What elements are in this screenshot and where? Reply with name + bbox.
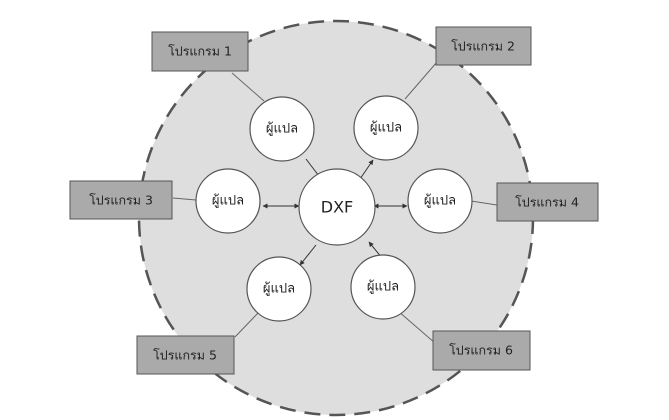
- connector-program-4: [470, 200, 498, 206]
- translator-5: ผู้แปล: [246, 256, 312, 322]
- translator-label: ผู้แปล: [263, 282, 295, 297]
- program-label: โปรแกรม 4: [515, 195, 579, 210]
- translator-1: ผู้แปล: [249, 96, 315, 162]
- program-label: โปรแกรม 2: [451, 39, 515, 54]
- translator-4: ผู้แปล: [407, 168, 473, 234]
- connector-program-2: [404, 61, 438, 100]
- program-box-3: โปรแกรม 3: [69, 180, 173, 220]
- connector-program-6: [397, 310, 436, 344]
- dxf-hub-circle: [298, 168, 376, 246]
- connector-program-3: [172, 197, 197, 201]
- translator-label: ผู้แปล: [266, 122, 298, 137]
- program-box-4: โปรแกรม 4: [496, 182, 599, 222]
- program-box-6: โปรแกรม 6: [432, 330, 531, 371]
- program-box-5: โปรแกรม 5: [136, 335, 235, 375]
- translator-3: ผู้แปล: [195, 168, 261, 234]
- translator-2: ผู้แปล: [353, 95, 419, 161]
- translator-6: ผู้แปล: [350, 254, 416, 320]
- program-box-1: โปรแกรม 1: [151, 31, 249, 72]
- program-label: โปรแกรม 5: [153, 348, 217, 363]
- dxf-hub-label: DXF: [321, 198, 353, 217]
- translator-label: ผู้แปล: [367, 280, 399, 295]
- program-label: โปรแกรม 1: [168, 44, 232, 59]
- program-label: โปรแกรม 3: [89, 193, 153, 208]
- program-box-2: โปรแกรม 2: [435, 26, 532, 66]
- connector-program-5: [234, 312, 259, 338]
- arrow-translator-5: [299, 244, 317, 266]
- connector-program-1: [231, 72, 265, 102]
- translator-label: ผู้แปล: [424, 194, 456, 209]
- arrow-translator-2: [359, 159, 374, 180]
- program-label: โปรแกรม 6: [449, 343, 513, 358]
- translator-label: ผู้แปล: [370, 121, 402, 136]
- translator-label: ผู้แปล: [212, 194, 244, 209]
